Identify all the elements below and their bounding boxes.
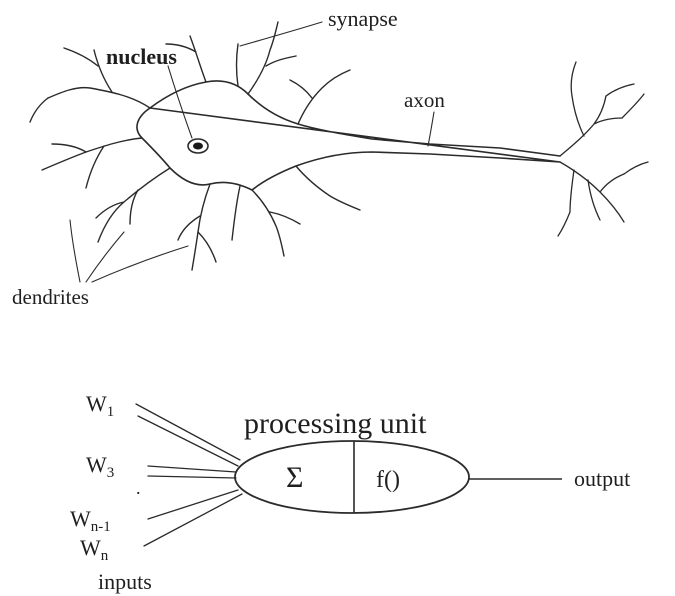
weight-wn: Wn [80, 535, 109, 564]
input-line-w3 [148, 466, 236, 472]
dendrites-leader-1 [86, 232, 124, 282]
input-lines [136, 404, 242, 546]
biological-neuron: synapse nucleus axon dendrites [12, 6, 648, 309]
weight-wn-1: Wn-1 [70, 506, 111, 535]
nucleus-core [193, 143, 203, 150]
axon-terminals [558, 62, 648, 236]
weight-w3: W3 [86, 452, 114, 481]
input-line-w1b [138, 416, 238, 466]
weight-w1: W1 [86, 391, 114, 420]
processing-unit-title: processing unit [244, 407, 427, 440]
processing-unit: processing unit Σ f() output W1 W3 . Wn-… [70, 391, 630, 594]
output-label: output [574, 466, 630, 491]
unit-ellipse [235, 441, 469, 513]
axon-leader [428, 112, 434, 146]
input-line-wn [144, 494, 242, 546]
ellipsis-dot: . [136, 478, 141, 498]
dendrites-label: dendrites [12, 285, 89, 309]
synapse-leader [240, 22, 322, 46]
dendrites-leader-3 [70, 220, 80, 282]
synapse-label: synapse [328, 6, 398, 31]
dendrites-leader-2 [92, 246, 188, 282]
input-line-w1 [136, 404, 240, 460]
axon-label: axon [404, 88, 445, 112]
activation-label: f() [376, 467, 400, 493]
nucleus-label: nucleus [106, 44, 177, 69]
input-line-w3b [148, 476, 236, 478]
sum-symbol: Σ [286, 461, 303, 494]
inputs-label: inputs [98, 569, 152, 594]
input-line-wn1 [148, 490, 238, 519]
cell-body [137, 81, 560, 190]
nucleus-leader [168, 66, 192, 138]
